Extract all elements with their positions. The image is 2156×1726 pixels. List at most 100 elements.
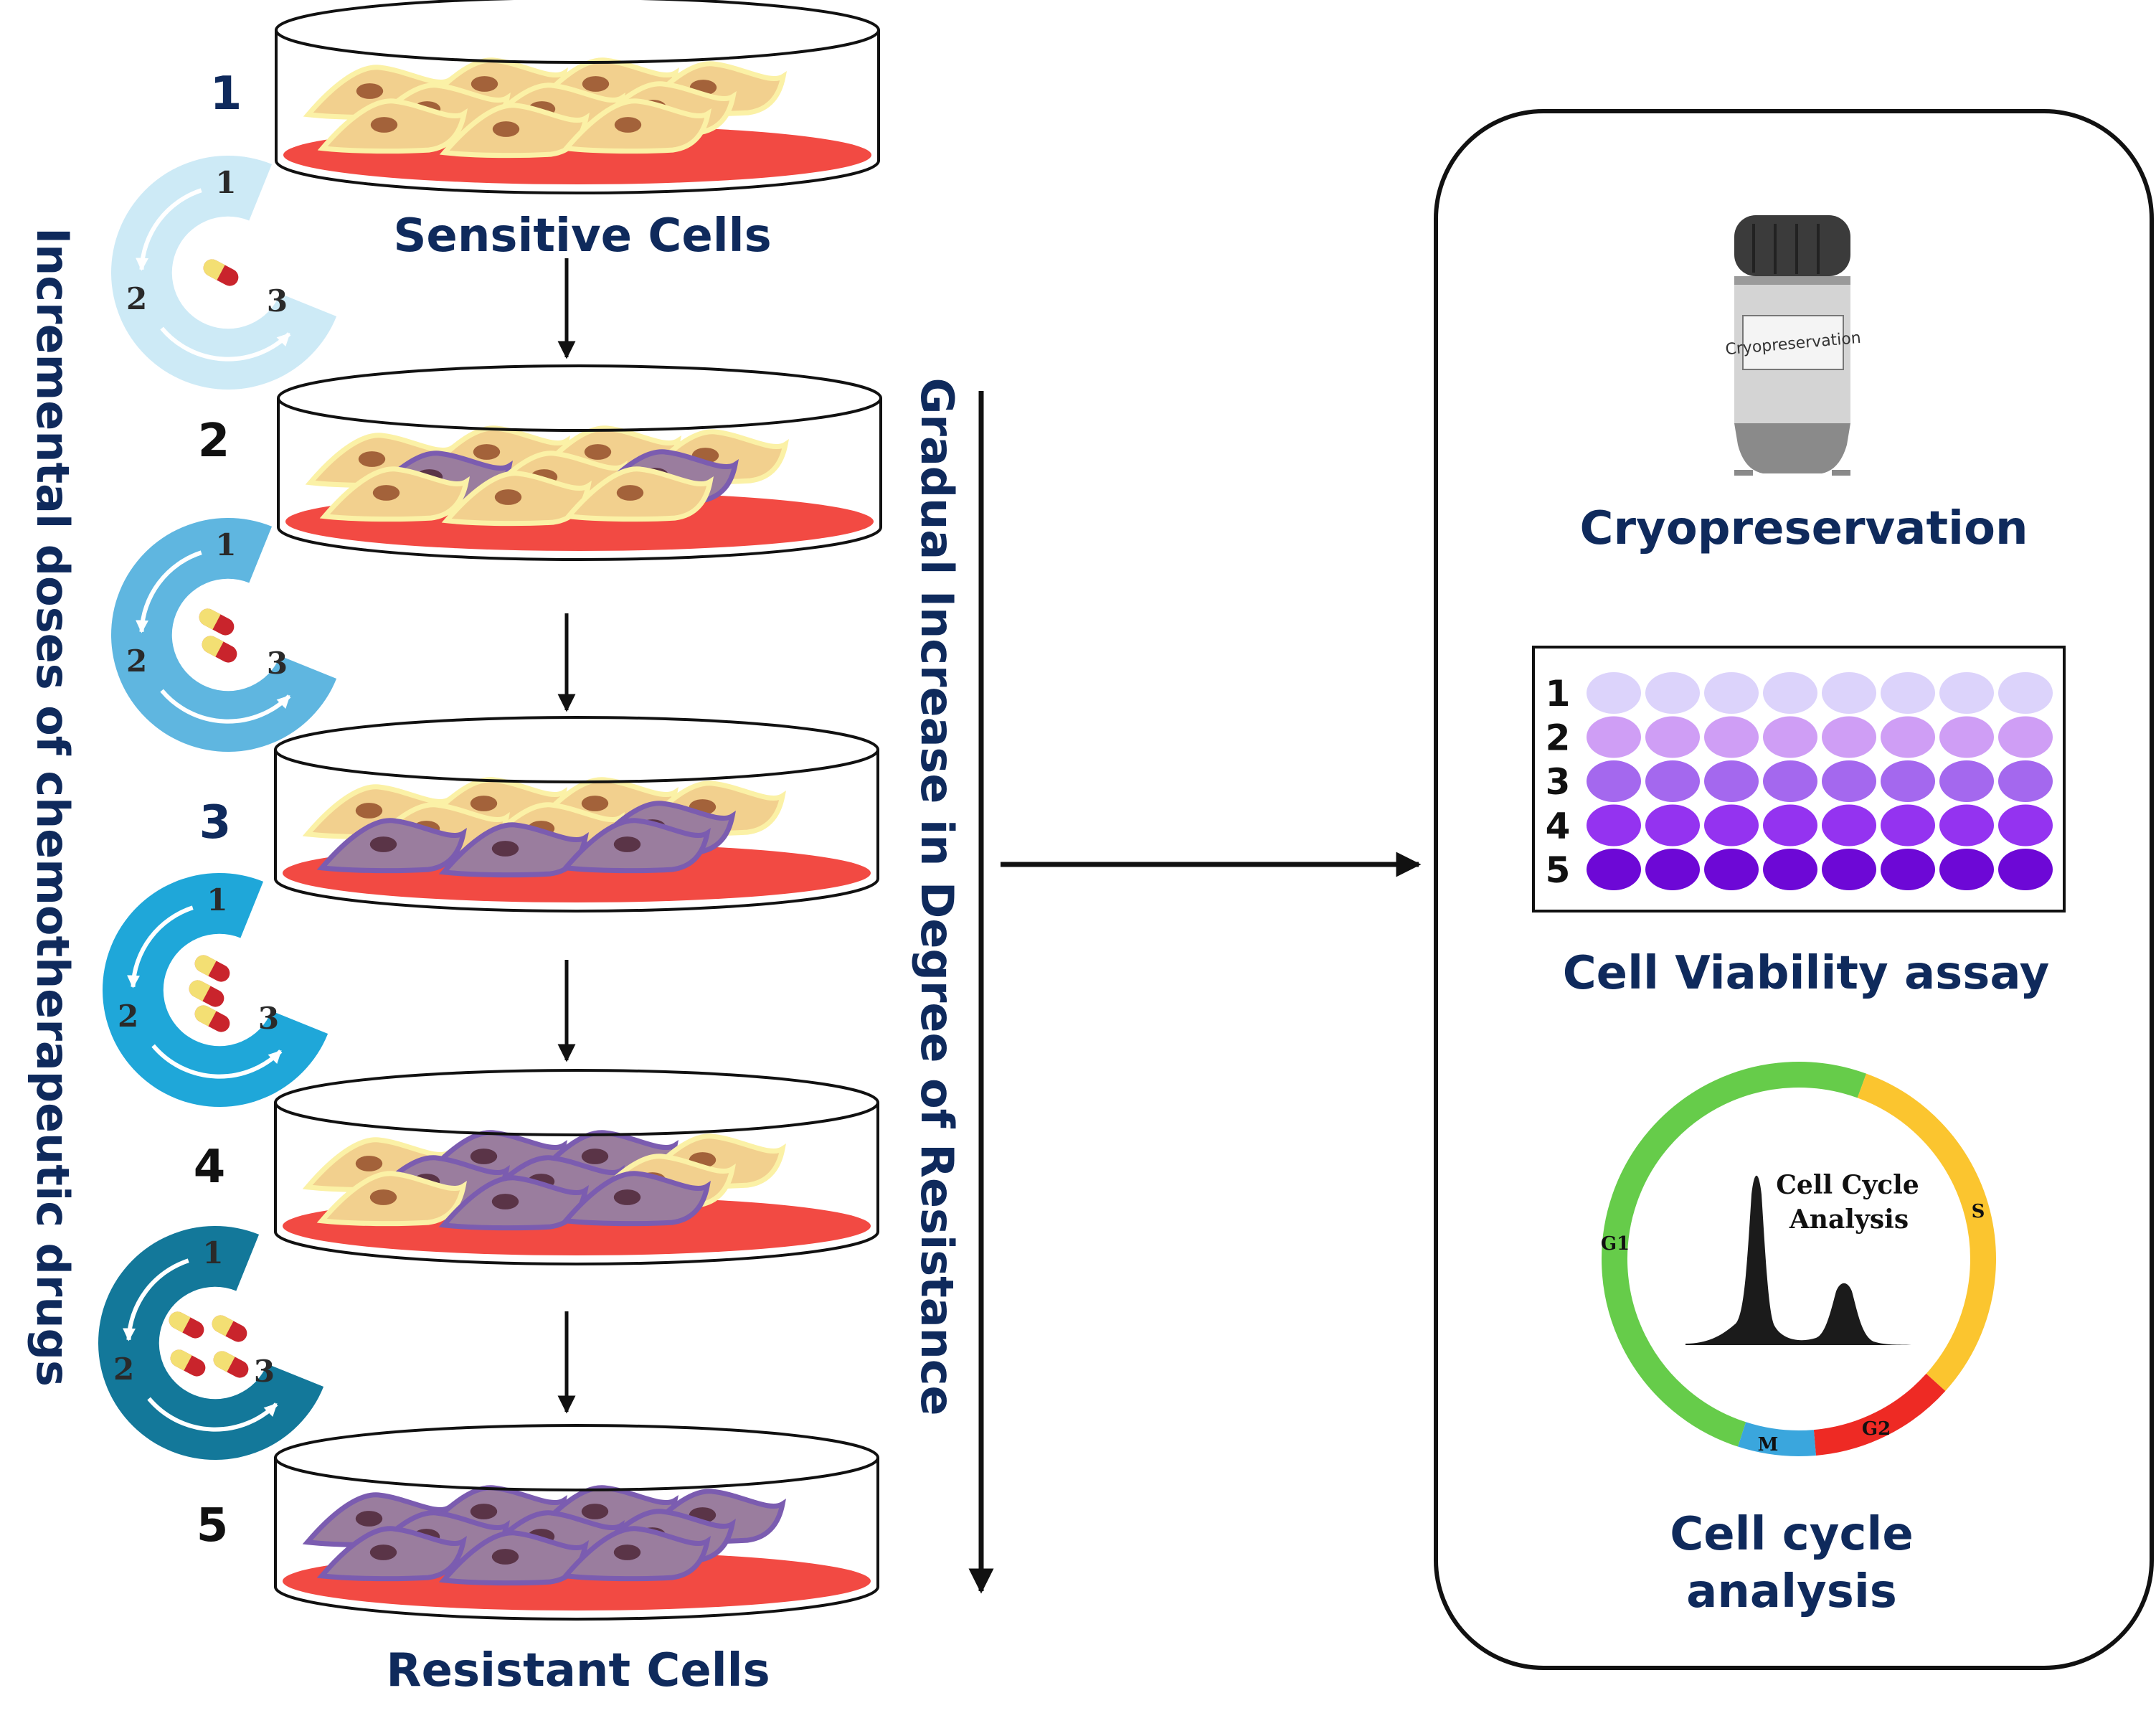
plate-well — [1704, 672, 1759, 714]
plate-well — [1881, 804, 1935, 847]
cycle-step-label: 2 — [126, 281, 147, 316]
cycle-arrow — [136, 550, 202, 633]
plate-well — [1704, 760, 1759, 802]
resistant-cell — [560, 1526, 711, 1582]
phase-label: G1 — [1601, 1233, 1630, 1255]
plate-well — [1704, 804, 1759, 847]
cycle-step-label: 3 — [254, 1354, 275, 1389]
dish-5: 5 — [197, 1424, 879, 1621]
cycle-arrow — [160, 689, 291, 724]
plate-well — [1939, 849, 1994, 890]
step-number: 3 — [199, 796, 232, 849]
dish-rim — [275, 0, 880, 64]
cycle-arrow — [127, 905, 194, 989]
dose-ring — [98, 1225, 324, 1460]
sensitive-cell — [441, 471, 592, 527]
plate-well — [1587, 760, 1641, 802]
plate-well — [1763, 760, 1817, 802]
plate-well — [1822, 716, 1876, 758]
cells — [305, 425, 790, 527]
cycle-step-label: 2 — [126, 643, 147, 679]
pill-icon — [170, 1349, 206, 1377]
cell-cycle-title-line1: Cell cycle — [1670, 1508, 1913, 1561]
plate-row-label: 3 — [1546, 761, 1571, 803]
cryopreservation-title: Cryopreservation — [1579, 502, 2028, 555]
dose-ring — [111, 156, 337, 390]
dose-ring — [103, 873, 328, 1108]
plate-well — [1587, 804, 1641, 847]
sensitive-cell — [317, 98, 468, 154]
plate-well — [1763, 716, 1817, 758]
phase-label: G2 — [1862, 1418, 1891, 1440]
cells — [303, 57, 788, 159]
plate-well — [1645, 760, 1700, 802]
cell-cycle-ring: G1 S G2M — [1601, 1062, 1996, 1456]
resistant-cell — [438, 1530, 590, 1586]
resistant-cell — [316, 818, 468, 874]
phase-label: S — [1972, 1201, 1985, 1222]
plate-well — [1822, 760, 1876, 802]
cycle-arrow — [123, 1258, 189, 1341]
plate-well — [1587, 849, 1641, 890]
plate-well — [1645, 672, 1700, 714]
resistant-cells-label: Resistant Cells — [386, 1644, 770, 1697]
pill-icon — [194, 1005, 230, 1032]
plate-well — [1587, 716, 1641, 758]
plate-well — [1939, 760, 1994, 802]
pill-icon — [169, 1311, 204, 1339]
sensitive-cell — [316, 1171, 468, 1227]
plate-well — [1939, 804, 1994, 847]
pill-icon — [212, 1315, 247, 1342]
cycle-arrow — [147, 1397, 278, 1432]
pill-icon — [199, 608, 235, 636]
plate-well — [1881, 672, 1935, 714]
resistant-cell — [438, 822, 590, 878]
dish-rim — [277, 364, 882, 432]
cell-cycle-title-line2: analysis — [1686, 1565, 1897, 1618]
plate-row-label: 2 — [1546, 717, 1571, 759]
sensitive-cell — [563, 466, 714, 522]
resistant-cell — [560, 1171, 711, 1227]
plate-well — [1881, 760, 1935, 802]
cycle-arrow — [160, 326, 291, 362]
cell-cycle-inner-line2: Analysis — [1789, 1204, 1909, 1235]
cell-cycle-inner-line1: Cell Cycle — [1776, 1170, 1919, 1200]
plate-well — [1587, 672, 1641, 714]
gradual-resistance-label: Gradual Increase in Degree of Resistance — [911, 377, 963, 1415]
cycle-step-label: 2 — [113, 1352, 134, 1387]
step-number: 4 — [194, 1141, 226, 1194]
dose-ring — [111, 518, 337, 753]
plate-well — [1763, 849, 1817, 890]
plate-well — [1998, 849, 2053, 890]
pill-icon — [202, 636, 237, 663]
phase-arc-g2 — [1813, 1373, 1946, 1456]
plate-well — [1998, 804, 2053, 847]
sensitive-cell — [319, 466, 471, 522]
resistant-cell — [316, 1526, 468, 1582]
cryovial-icon: Cryopreservation — [1725, 215, 1862, 476]
pill-icon — [213, 1351, 249, 1378]
plate-row-label: 1 — [1546, 673, 1571, 715]
phase-label: M — [1758, 1434, 1779, 1456]
cycle-step-label: 2 — [118, 999, 138, 1034]
cycle-step-label: 1 — [207, 882, 227, 918]
cycle-arrow — [151, 1044, 283, 1079]
plate-well — [1645, 804, 1700, 847]
plate-well — [1822, 849, 1876, 890]
cells — [302, 1130, 787, 1231]
sensitive-cell — [439, 103, 590, 159]
sensitive-cell — [561, 98, 712, 154]
dish-rim — [274, 1069, 879, 1136]
plate-well — [1822, 672, 1876, 714]
step-number: 5 — [197, 1499, 229, 1552]
step-number: 2 — [198, 415, 230, 468]
cycle-arrow — [136, 188, 202, 271]
cycle-step-label: 1 — [215, 165, 236, 200]
plate-well — [1881, 716, 1935, 758]
plate-well — [1645, 716, 1700, 758]
